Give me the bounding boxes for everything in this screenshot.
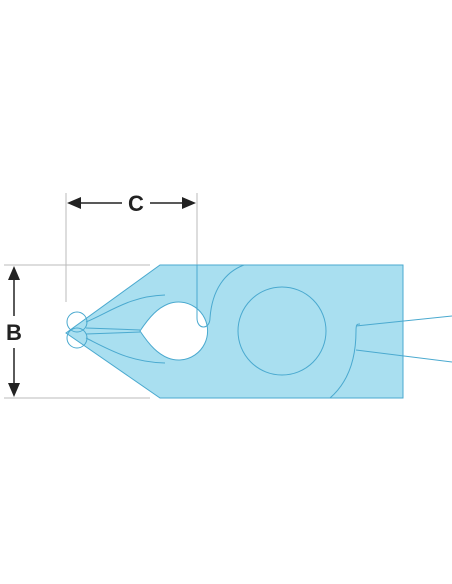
lower-jaw-edge: [85, 337, 166, 364]
cutting-edge-upper: [85, 327, 141, 331]
upper-jaw-edge: [85, 294, 166, 323]
handle-line-upper: [355, 315, 452, 327]
jaw-outlines: [66, 264, 452, 399]
rear-jaw-curve: [329, 323, 361, 399]
dimension-b-label: B: [6, 320, 22, 345]
arrowhead-left-icon: [67, 197, 81, 209]
arrowhead-down-icon: [8, 383, 20, 397]
cutting-edge-lower: [85, 331, 141, 335]
pivot-slot: [196, 264, 245, 328]
crimp-cavity: [139, 301, 209, 361]
dimension-c: C: [67, 191, 196, 216]
dimension-c-label: C: [128, 191, 144, 216]
dimension-b: B: [6, 266, 22, 397]
arrowhead-right-icon: [182, 197, 196, 209]
handle-line-lower: [355, 349, 452, 363]
arrowhead-up-icon: [8, 266, 20, 280]
jaw-body: [65, 264, 404, 399]
pivot-circle: [237, 286, 327, 376]
